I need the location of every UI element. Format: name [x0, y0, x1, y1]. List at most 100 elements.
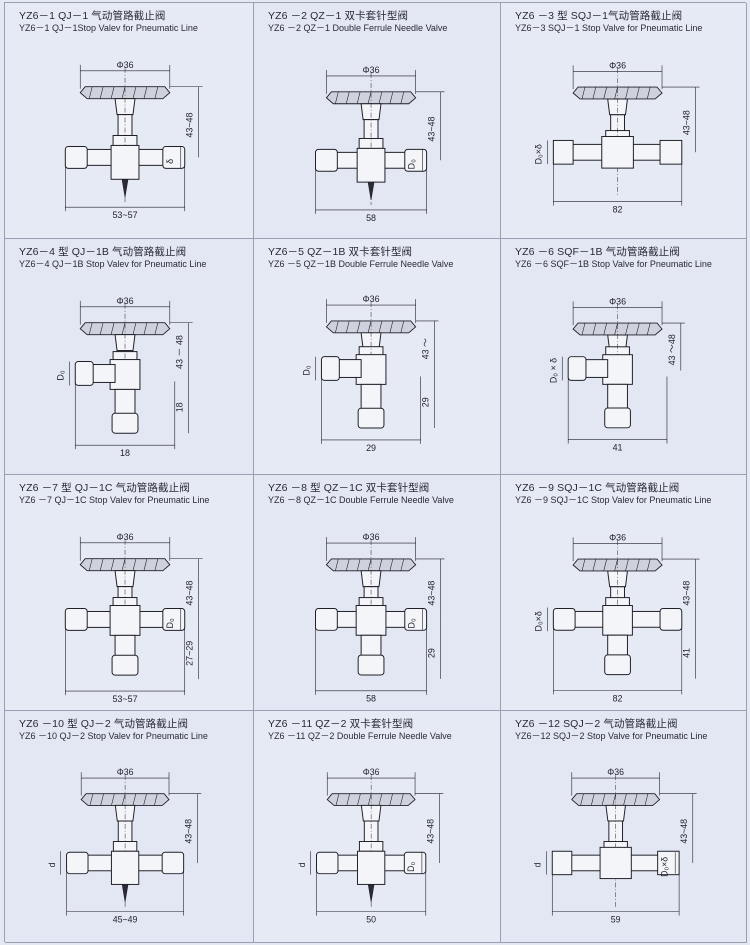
dim-height: 43~48 [682, 110, 692, 135]
dim-inlet-diameter: D₀ × δ [548, 358, 558, 383]
valve-title-cn: YZ6 －10 型 QJ－2 气动管路截止阀 [19, 718, 189, 730]
valve-title-en: YZ6 －9 SQJ－1C Stop Valev for Pneumatic L… [515, 495, 712, 505]
valve-title-en: YZ6 －6 SQF－1B Stop Valve for Pneumatic L… [515, 259, 712, 269]
dim-overall-width: 45~49 [113, 914, 138, 924]
dim-height: 43~48 [185, 112, 195, 137]
dim-height: 43 － 48 [175, 335, 185, 369]
dim-branch-length: 27~29 [185, 641, 195, 666]
handwheel-icon [325, 91, 417, 121]
valve-drawing: Φ36 43 ～48 41 D₀ × δ [548, 296, 685, 453]
dim-handwheel-diameter: Φ36 [116, 532, 133, 542]
valve-title-cn: YZ6 －3 型 SQJ－1气动管路截止阀 [515, 10, 683, 22]
handwheel-icon [325, 320, 417, 350]
dimension-line-icon [315, 70, 445, 214]
valve-title-en: YZ6 －2 QZ－1 Double Ferrule Needle Valve [268, 23, 448, 33]
valve-drawing: Φ36 43~48 53~57 δ [64, 60, 203, 220]
dim-port-diameter: δ [165, 159, 175, 164]
dimension-line-icon [547, 65, 700, 206]
valve-title-en: YZ6 －5 QZ－1B Double Ferrule Needle Valve [268, 259, 454, 269]
dim-inlet-diameter: d [47, 862, 57, 867]
dimension-line-icon [68, 300, 193, 450]
dim-overall-width: 41 [613, 443, 623, 453]
valve-title-en: YZ6－4 QJ－1B Stop Valev for Pneumatic Lin… [19, 259, 207, 269]
dim-inlet-diameter: D₀×δ [534, 611, 544, 631]
valve-title-cn: YZ6 －2 QZ－1 双卡套针型阀 [268, 10, 409, 22]
valve-body-icon [552, 605, 683, 676]
dim-overall-width: 59 [611, 914, 621, 924]
dimension-line-icon [310, 772, 444, 916]
handwheel-icon [80, 793, 170, 822]
dim-overall-width: 58 [366, 694, 376, 704]
valve-title-en: YZ6－1 QJ－1Stop Valev for Pneumatic Line [19, 23, 198, 33]
handwheel-icon [572, 86, 663, 116]
dim-height: 43~48 [426, 819, 436, 844]
dim-height: 43 ～48 [667, 334, 677, 365]
dim-handwheel-diameter: Φ36 [116, 60, 133, 70]
valve-body-icon [320, 354, 387, 429]
dim-overall-width: 29 [366, 443, 376, 453]
dim-branch-length: 29 [427, 648, 437, 658]
dimension-line-icon [60, 772, 202, 916]
dim-height: 43~48 [427, 116, 437, 141]
dim-port-diameter: D₀ [165, 618, 175, 628]
dimension-line-icon [65, 536, 203, 696]
dim-handwheel-diameter: Φ36 [363, 294, 380, 304]
dim-port-diameter: D₀×δ [659, 857, 669, 877]
dim-inlet-diameter: D₀ [55, 370, 65, 380]
handwheel-icon [325, 558, 417, 588]
valve-body-icon [552, 135, 683, 169]
dim-handwheel-diameter: Φ36 [117, 767, 134, 777]
valve-title-en: YZ6 －7 QJ－1C Stop Valev for Pneumatic Li… [19, 495, 210, 505]
handwheel-icon [79, 322, 171, 352]
valve-body-icon [551, 846, 680, 880]
dim-height: 43~48 [185, 580, 195, 605]
handwheel-icon [572, 322, 663, 352]
valve-body-icon [74, 359, 141, 434]
dimension-line-icon [546, 772, 697, 916]
dim-inlet-diameter: d [297, 862, 307, 867]
valve-title-cn: YZ6 －9 SQJ－1C 气动管路截止阀 [515, 482, 680, 494]
dimension-line-icon [315, 299, 439, 444]
dim-height: 43~48 [427, 581, 437, 606]
handwheel-icon [326, 793, 416, 822]
dim-height: 43~48 [679, 819, 689, 844]
dim-overall-width: 82 [613, 205, 623, 215]
dim-overall-width: 58 [366, 213, 376, 223]
valve-title-cn: YZ6－4 型 QJ－1B 气动管路截止阀 [19, 246, 187, 258]
dim-port-diameter: D₀ [407, 159, 417, 169]
valve-body-icon [316, 850, 427, 903]
dim-port-diameter: D₀ [406, 862, 416, 872]
valve-body-icon [315, 147, 428, 201]
dim-branch-length: 41 [682, 648, 692, 658]
dim-branch-length: 18 [175, 402, 185, 412]
dim-overall-width: 53~57 [112, 210, 137, 220]
valve-body-icon [64, 144, 186, 198]
dim-branch-length: 29 [421, 397, 431, 407]
valve-title-cn: YZ6 －7 型 QJ－1C 气动管路截止阀 [19, 482, 190, 494]
valve-title-en: YZ6 －10 QJ－2 Stop Valev for Pneumatic Li… [19, 731, 208, 741]
dim-handwheel-diameter: Φ36 [609, 296, 626, 306]
dimension-line-icon [561, 301, 685, 444]
valve-title-en: YZ6 －8 QZ－1C Double Ferrule Needle Valve [268, 495, 454, 505]
valve-body-icon [64, 605, 186, 676]
handwheel-icon [79, 86, 171, 116]
dim-height: 43~48 [682, 581, 692, 606]
valve-title-en: YZ6－3 SQJ－1 Stop Valve for Pneumatic Lin… [515, 23, 703, 33]
valve-title-cn: YZ6－1 QJ－1 气动管路截止阀 [19, 10, 166, 22]
valve-body-icon [567, 354, 633, 429]
dim-overall-width: 82 [613, 693, 623, 703]
dim-handwheel-diameter: Φ36 [363, 767, 380, 777]
